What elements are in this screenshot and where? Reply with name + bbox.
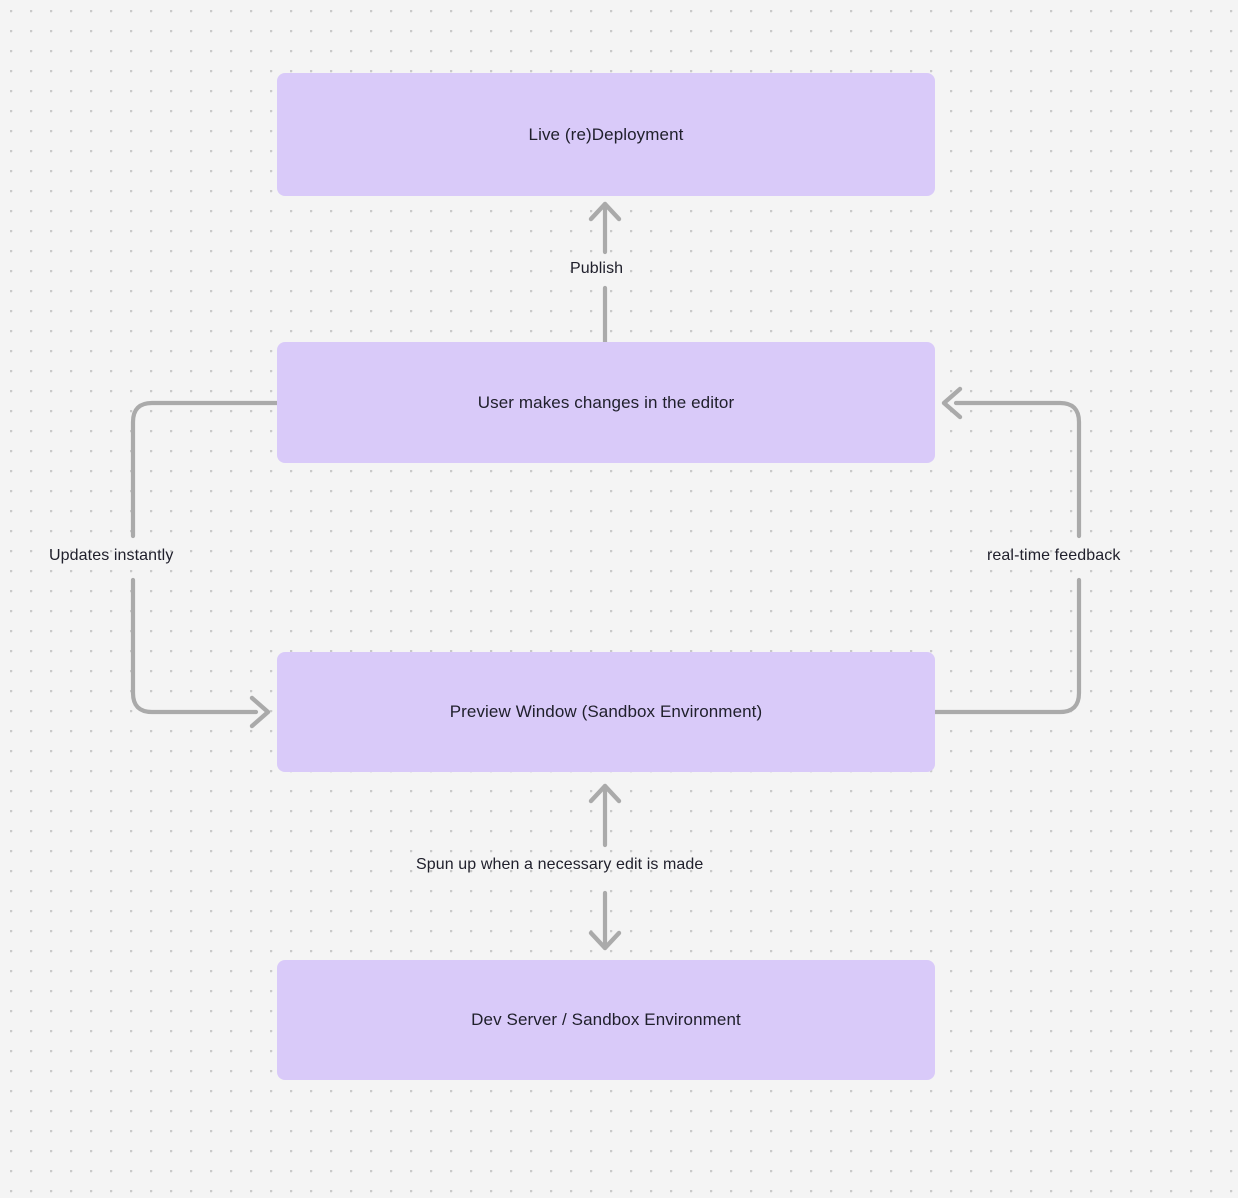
edge-label-real-time-feedback: real-time feedback — [987, 547, 1121, 564]
edge-feedback-arrowhead-left — [941, 386, 963, 420]
node-label: Dev Server / Sandbox Environment — [471, 1010, 741, 1029]
edge-feedback-line-lower — [932, 577, 1082, 715]
edge-publish-arrowhead-up — [588, 201, 622, 222]
node-label: Live (re)Deployment — [528, 124, 684, 144]
node-label: Preview Window (Sandbox Environment) — [449, 702, 763, 721]
node-user-makes-changes-in-the-editor[interactable]: User makes changes in the editor — [277, 342, 935, 463]
edge-label-publish: Publish — [570, 260, 624, 277]
node-live-redeployment[interactable]: Live (re)Deployment — [277, 73, 935, 196]
node-label: User makes changes in the editor — [477, 392, 735, 412]
edge-label-updates-instantly: Updates instantly — [49, 547, 174, 564]
node-dev-server-sandbox-environment[interactable]: Dev Server / Sandbox Environment — [277, 960, 935, 1080]
edge-updates-arrowhead-right — [249, 695, 271, 729]
edge-feedback-line-upper — [953, 400, 1082, 539]
edge-updates-line-upper — [130, 400, 280, 539]
edge-spunup-arrowhead-up — [588, 783, 622, 804]
edge-spunup-arrowhead-down — [588, 930, 622, 951]
node-preview-window-sandbox-environment[interactable]: Preview Window (Sandbox Environment) — [277, 652, 935, 772]
edge-updates-line-lower — [130, 577, 259, 715]
edge-label-spun-up-when-a-necessary-edit-is-made: Spun up when a necessary edit is made — [416, 856, 704, 873]
